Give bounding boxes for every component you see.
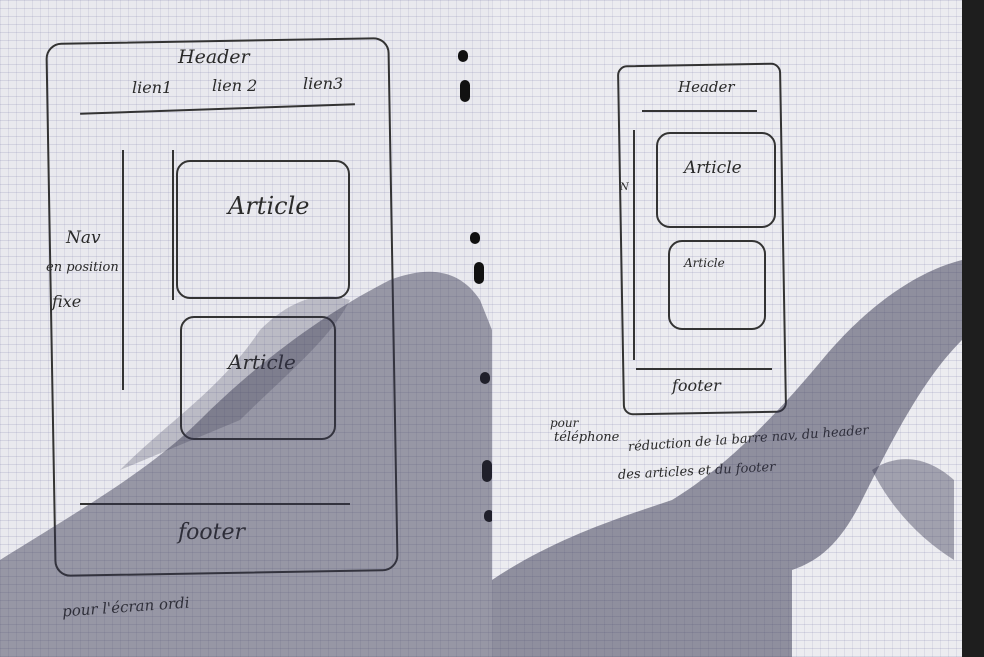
binder-hole [460, 80, 470, 102]
grid-paper [0, 0, 492, 657]
footer-label: footer [178, 520, 245, 545]
hand-shadow [492, 260, 962, 657]
article-box-2 [180, 316, 336, 440]
footer-label: footer [672, 376, 721, 395]
article-label-2: Article [684, 256, 725, 270]
link-2-label: lien 2 [212, 76, 258, 95]
left-photo: Header lien1 lien 2 lien3 Nav en positio… [0, 0, 492, 657]
link-1-label: lien1 [132, 78, 173, 97]
nav-mark: N [620, 182, 629, 193]
binder-hole [458, 50, 468, 62]
header-label: Header [178, 46, 250, 68]
nav-note-line-1: Nav [66, 228, 101, 248]
article-box-1 [656, 132, 776, 228]
hand-shadow [0, 271, 492, 657]
link-3-label: lien3 [303, 74, 344, 93]
article-box-2 [668, 240, 766, 330]
binder-hole [474, 262, 484, 284]
content-divider [172, 150, 174, 300]
article-label-1: Article [228, 192, 310, 220]
nav-note-line-3: fixe [52, 292, 82, 311]
note-label-line-1: pour [550, 416, 579, 430]
binder-hole [482, 460, 492, 482]
nav-divider [122, 150, 124, 390]
nav-note-line-2: en position [46, 260, 119, 275]
footer-divider [80, 503, 350, 505]
note-label-line-2: téléphone [554, 430, 620, 445]
article-box-1 [176, 160, 350, 299]
article-label-2: Article [228, 350, 296, 374]
binder-hole [484, 510, 492, 522]
binder-hole [470, 232, 480, 244]
header-divider [642, 110, 757, 112]
article-label-1: Article [684, 158, 742, 178]
right-photo: Header N Article Article footer pour tél… [492, 0, 984, 657]
nav-divider [633, 130, 635, 360]
header-label: Header [678, 78, 735, 96]
footer-divider [636, 368, 772, 370]
dark-edge [962, 0, 984, 657]
binder-hole [480, 372, 490, 384]
